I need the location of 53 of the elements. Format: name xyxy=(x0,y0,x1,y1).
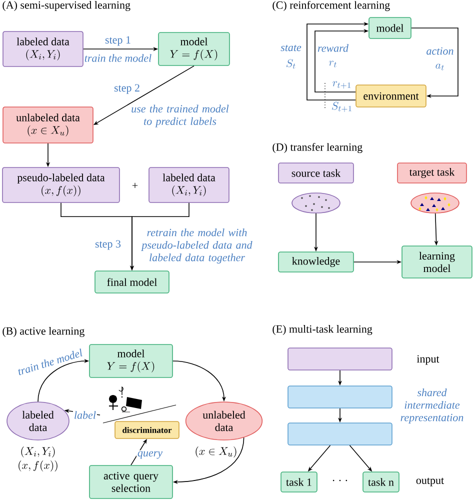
edge-label: label xyxy=(73,410,97,420)
task-box: task n xyxy=(362,472,400,492)
math-label: $a_t$ xyxy=(436,64,444,70)
note-text: retrain the model with pseudo-labeled data and labeled data together xyxy=(141,228,252,264)
environment-box: environment xyxy=(356,84,426,108)
arrow xyxy=(411,28,458,98)
data-box: labeled data $(X_i, Y_i)$ xyxy=(148,167,230,203)
math-label: $S_{t+1}$ xyxy=(332,102,352,112)
edge-label: query xyxy=(136,450,164,460)
layer-box xyxy=(288,348,392,370)
task-box: source task xyxy=(278,162,354,184)
discriminator-box: discriminator xyxy=(114,421,180,439)
model-box: model $Y = f(X)$ xyxy=(158,32,230,66)
task-box: target task xyxy=(397,162,467,184)
ellipsis: · · · xyxy=(332,480,348,482)
text-label: output xyxy=(416,478,444,486)
knowledge-box: knowledge xyxy=(278,252,354,272)
text-label: input xyxy=(416,355,440,365)
plus-sign: + xyxy=(132,182,138,188)
layer-box xyxy=(288,422,392,446)
model-box: model xyxy=(368,17,412,39)
dot-cluster xyxy=(292,192,340,214)
panel-title: (B) active learning xyxy=(2,327,84,337)
model-box: final model xyxy=(94,270,170,294)
edge-label: step 2 xyxy=(113,83,141,95)
edge-label: state xyxy=(280,44,302,52)
panel-title: (E) multi-task learning xyxy=(272,325,372,335)
point-cluster xyxy=(410,192,460,214)
math-label: $r_{t+1}$ xyxy=(332,81,350,89)
edge-label: step 3 xyxy=(94,239,122,251)
panel-title: (D) transfer learning xyxy=(272,142,362,154)
data-box: unlabeled data $(x \in X_u)$ xyxy=(2,106,94,144)
formula-label: $(x, f(x))$ xyxy=(18,460,58,472)
layer-box xyxy=(288,386,392,408)
edge-label: reward xyxy=(316,43,350,53)
panel-title: (A) semi-supervised learning xyxy=(2,1,130,11)
task-box: task 1 xyxy=(280,472,318,492)
selection-box: active query selection xyxy=(89,465,173,499)
formula-label: $(x \in X_u)$ xyxy=(196,446,236,458)
model-box: model $Y = f(X)$ xyxy=(89,344,173,378)
model-box: learning model xyxy=(402,246,472,278)
edge-label: action xyxy=(425,46,455,56)
note-text: train the model xyxy=(84,54,152,62)
edge-label: step 1 xyxy=(104,35,132,47)
math-label: $S_t$ xyxy=(286,59,296,69)
math-label: $r_t$ xyxy=(329,60,336,68)
note-text: shared intermediate representation xyxy=(400,388,464,424)
formula-label: $(X_i, Y_i)$ xyxy=(21,446,55,458)
panel-title: (C) reinforcement learning xyxy=(272,0,390,12)
data-box: labeled data $(X_i, Y_i)$ xyxy=(2,31,84,67)
note-text: use the trained model to predict labels xyxy=(132,104,229,128)
data-box: pseudo-labeled data $(x, f(x))$ xyxy=(2,167,120,203)
edge-label: train the model xyxy=(15,347,85,377)
